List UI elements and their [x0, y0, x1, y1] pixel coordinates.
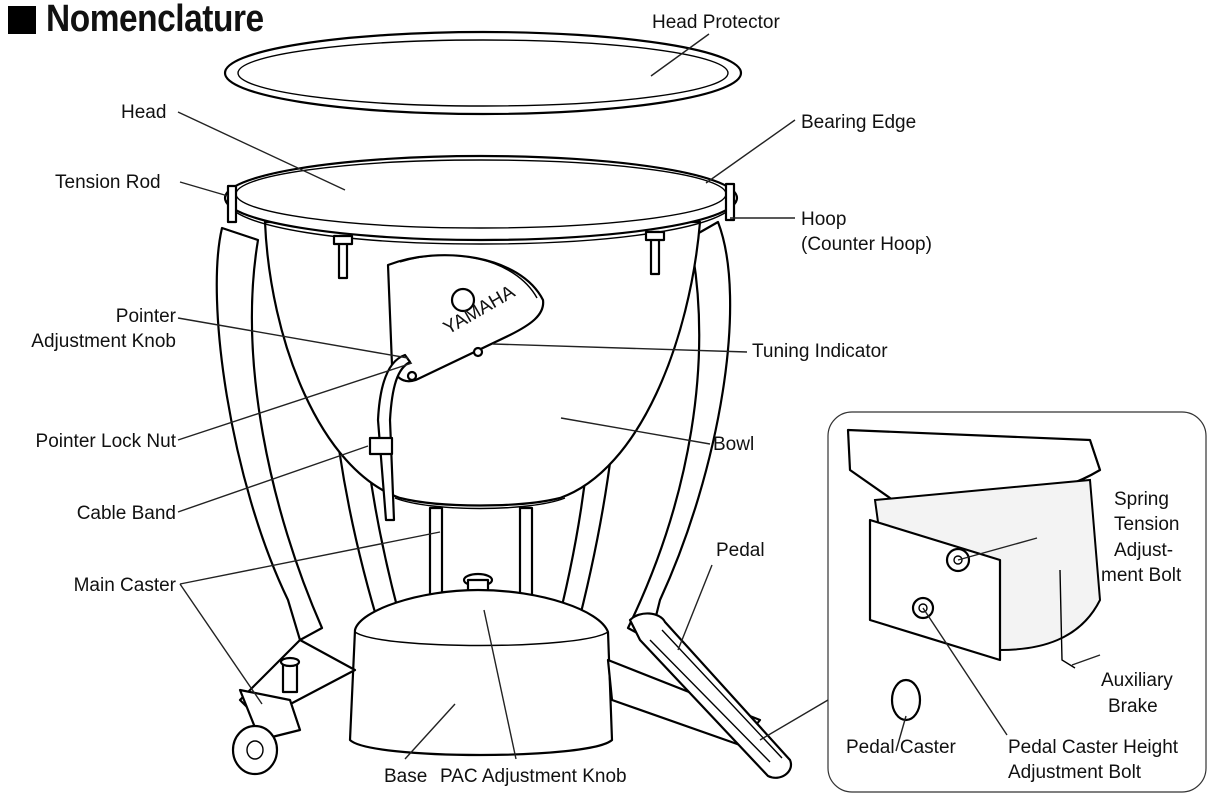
label-pedal: Pedal	[716, 540, 765, 561]
main-caster-drawing	[231, 656, 302, 776]
section-heading: Nomenclature	[8, 0, 293, 41]
heading-title: Nomenclature	[46, 0, 264, 40]
label-main-caster: Main Caster	[74, 575, 177, 596]
label-auxiliary-brake-1: Auxiliary	[1101, 670, 1173, 691]
label-tension-rod: Tension Rod	[55, 172, 161, 193]
label-spring-tension-1: Spring	[1114, 489, 1169, 510]
label-head: Head	[121, 102, 166, 123]
label-pointer-adjustment-knob-2: Adjustment Knob	[31, 331, 176, 352]
label-counter-hoop: (Counter Hoop)	[801, 234, 932, 255]
label-spring-tension-4: ment Bolt	[1101, 565, 1182, 586]
label-bearing-edge: Bearing Edge	[801, 112, 916, 133]
cable-drawing	[368, 353, 412, 522]
label-spring-tension-3: Adjust-	[1114, 540, 1173, 561]
label-base: Base	[384, 766, 427, 787]
label-head-protector: Head Protector	[652, 12, 780, 33]
labels: Head Protector Head Bearing Edge Tension…	[31, 12, 1182, 787]
label-auxiliary-brake-2: Brake	[1108, 696, 1158, 717]
drum-head-drawing	[223, 154, 739, 245]
pedal-drawing	[628, 612, 793, 779]
label-pedal-caster-height-2: Adjustment Bolt	[1008, 762, 1142, 783]
label-bowl: Bowl	[713, 434, 754, 455]
label-pedal-caster-height-1: Pedal Caster Height	[1008, 737, 1179, 758]
label-pac-adjustment-knob: PAC Adjustment Knob	[440, 766, 627, 787]
label-pointer-adjustment-knob-1: Pointer	[116, 306, 177, 327]
tension-rods-drawing	[226, 182, 736, 280]
inset-panel	[827, 411, 1207, 793]
label-spring-tension-2: Tension	[1114, 514, 1180, 535]
bowl-drawing	[263, 220, 702, 510]
tuning-indicator-drawing: YAMAHA	[386, 254, 545, 383]
label-cable-band: Cable Band	[77, 503, 176, 524]
label-pedal-caster: Pedal Caster	[846, 737, 957, 758]
label-hoop: Hoop	[801, 209, 846, 230]
leader-lines	[177, 33, 1101, 760]
label-tuning-indicator: Tuning Indicator	[752, 341, 888, 362]
heading-square-icon	[8, 5, 36, 34]
label-pointer-lock-nut: Pointer Lock Nut	[36, 431, 177, 452]
head-protector-drawing	[223, 30, 743, 116]
